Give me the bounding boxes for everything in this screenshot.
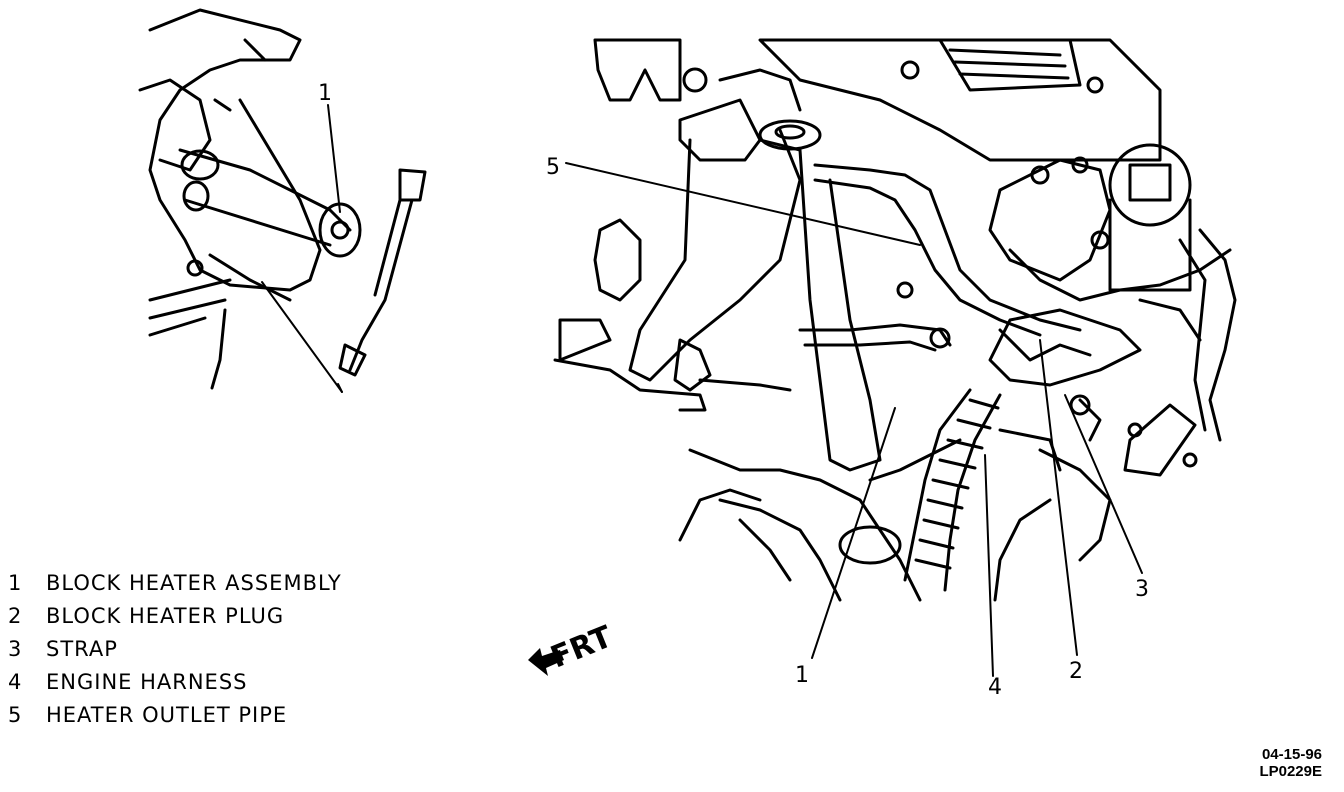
callout-3: 3 — [1135, 577, 1149, 602]
callout-5: 5 — [546, 155, 560, 180]
inset-illustration — [138, 8, 427, 390]
legend-number: 1 — [8, 570, 23, 595]
front-direction-indicator: FRT — [528, 619, 618, 676]
legend-item: 3 STRAP — [8, 632, 388, 665]
parts-legend: 1 BLOCK HEATER ASSEMBLY 2 BLOCK HEATER P… — [8, 566, 388, 731]
legend-item: 2 BLOCK HEATER PLUG — [8, 599, 388, 632]
legend-number: 2 — [8, 603, 23, 628]
legend-label: HEATER OUTLET PIPE — [46, 702, 288, 727]
callout-1: 1 — [795, 663, 809, 688]
inset-leader-lines — [261, 104, 343, 393]
callout-4: 4 — [988, 675, 1002, 700]
legend-label: STRAP — [46, 636, 118, 661]
legend-label: BLOCK HEATER PLUG — [46, 603, 285, 628]
callout-2: 2 — [1069, 659, 1083, 684]
legend-item: 4 ENGINE HARNESS — [8, 665, 388, 698]
engine-illustration — [553, 38, 1237, 602]
legend-label: ENGINE HARNESS — [46, 669, 248, 694]
legend-number: 4 — [8, 669, 23, 694]
legend-item: 5 HEATER OUTLET PIPE — [8, 698, 388, 731]
document-stamp: 04-15-96 LP0229E — [1259, 746, 1322, 780]
stamp-date: 04-15-96 — [1261, 746, 1322, 763]
frt-label: FRT — [546, 619, 618, 675]
callout-inset-1: 1 — [318, 81, 332, 106]
stamp-code: LP0229E — [1259, 763, 1322, 780]
legend-item: 1 BLOCK HEATER ASSEMBLY — [8, 566, 388, 599]
main-leader-lines — [565, 162, 1143, 677]
arrow-left-icon — [528, 648, 564, 676]
legend-label: BLOCK HEATER ASSEMBLY — [46, 570, 342, 595]
legend-number: 5 — [8, 702, 23, 727]
legend-number: 3 — [8, 636, 23, 661]
